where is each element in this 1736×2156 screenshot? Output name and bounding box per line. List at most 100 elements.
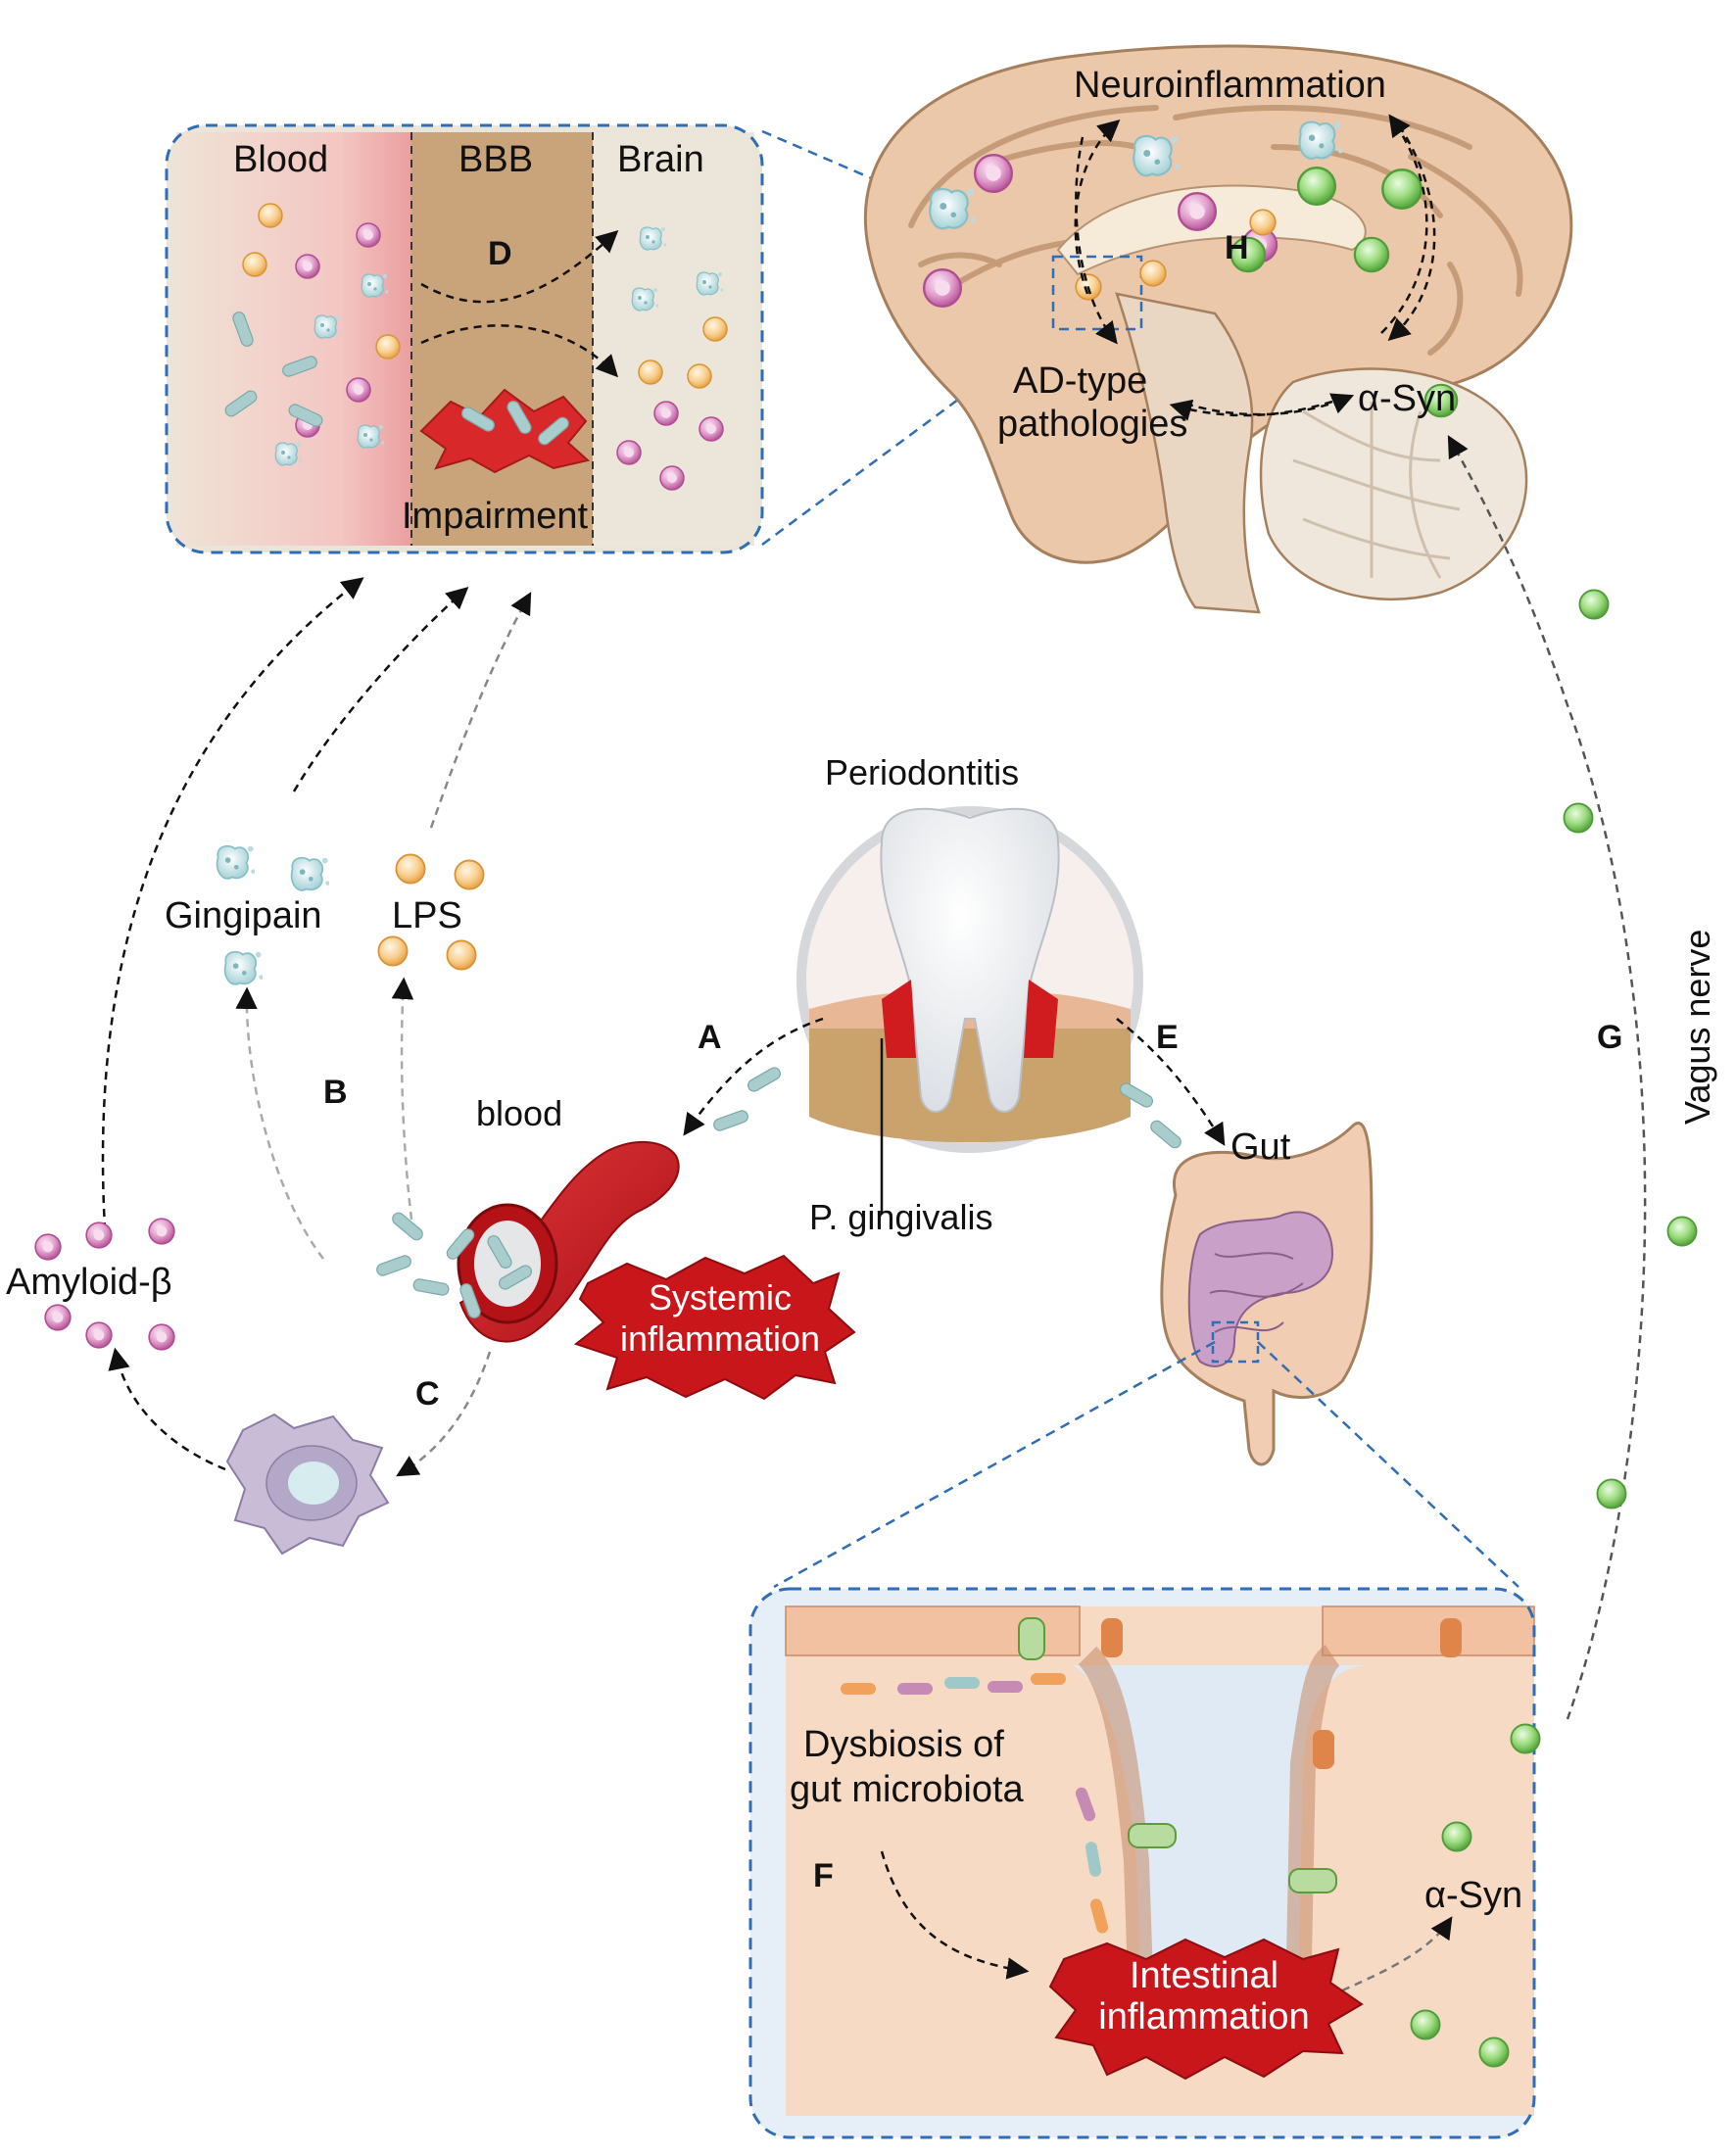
gut-microbe — [841, 1683, 876, 1695]
alpha-syn-particle — [1441, 1821, 1472, 1852]
amyloid-particle — [148, 1218, 175, 1245]
amyloid-particle — [616, 440, 642, 465]
arrow-amyloid-to-bbb — [101, 577, 364, 1245]
alpha-syn-particle — [1510, 1723, 1541, 1754]
amyloid-particle — [148, 1323, 175, 1351]
gut-microbe — [897, 1683, 933, 1695]
gut-microbe — [988, 1681, 1023, 1693]
alpha-syn-particle — [1578, 589, 1610, 620]
arrow-lps-to-bbb — [429, 592, 532, 829]
ad-pathologies-label-line1: AD-type — [1013, 360, 1148, 402]
alpha-syn-particle — [1353, 236, 1390, 273]
arrow-inflammation-to-syn — [1341, 1916, 1453, 1992]
arrow-b-gingipain — [235, 986, 324, 1260]
brain-alpha-syn-label: α-Syn — [1358, 378, 1457, 419]
gut-inset — [748, 1587, 1541, 2139]
amyloid-particle — [699, 416, 724, 442]
amyloid-particle — [85, 1321, 113, 1349]
alpha-syn-particle — [1563, 802, 1594, 834]
vagus-nerve-label: Vagus nerve — [1677, 929, 1717, 1125]
gingipain-label: Gingipain — [165, 895, 322, 936]
step-c-label: C — [415, 1375, 440, 1413]
lps-label: LPS — [392, 895, 462, 936]
amyloid-particle — [34, 1233, 62, 1261]
gut-microbe — [1075, 1787, 1096, 1822]
arrow-d-lower — [420, 324, 619, 378]
gingipain-particle — [216, 844, 255, 880]
systemic-inflammation-burst — [573, 1254, 856, 1401]
tuft-cell — [1440, 1618, 1462, 1657]
bacterium — [711, 1108, 750, 1133]
step-d-label: D — [488, 235, 512, 272]
intestinal-inflammation-line2: inflammation — [1098, 1996, 1310, 2037]
blood-region-label: Blood — [233, 139, 329, 180]
zoom-line — [773, 1340, 1216, 1589]
amyloid-particle — [295, 254, 320, 279]
lps-particle — [454, 859, 485, 890]
intestinal-inflammation-line1: Intestinal — [1129, 1955, 1279, 1996]
tuft-cell — [1313, 1730, 1334, 1769]
gingipain-particle — [223, 950, 263, 985]
arrow-b-lps — [391, 977, 414, 1221]
bbb-region-label: BBB — [458, 139, 534, 180]
alpha-syn-particle — [1478, 2036, 1510, 2068]
systemic-inflammation-label: Systemic inflammation — [607, 1277, 833, 1360]
bbb-inset-border — [165, 123, 764, 554]
bacterium — [1147, 1118, 1184, 1151]
brain-region-label: Brain — [617, 139, 704, 180]
amyloid-particle — [922, 267, 963, 309]
bacterium — [389, 1210, 426, 1243]
arrow-gingipain-to-bbb — [292, 587, 469, 792]
amyloid-beta-label: Amyloid-β — [6, 1262, 172, 1303]
arrow-h-syn-neuro — [1380, 114, 1428, 334]
alpha-syn-particle — [1381, 168, 1423, 210]
gut-microbe — [944, 1677, 980, 1689]
lps-particle — [242, 252, 267, 277]
p-gingivalis-label: P. gingivalis — [809, 1197, 993, 1237]
step-a-label: A — [698, 1019, 722, 1056]
lps-particle — [1139, 260, 1167, 287]
lps-particle — [1249, 209, 1277, 236]
arrow-f — [880, 1850, 1030, 1980]
lps-particle — [375, 334, 401, 359]
arrow-c — [396, 1351, 492, 1477]
enteroendocrine-cell — [1018, 1617, 1045, 1660]
lps-particle — [702, 316, 728, 342]
amyloid-particle — [973, 153, 1014, 194]
systemic-inflammation-line2: inflammation — [619, 1318, 821, 1359]
alpha-syn-particle — [1296, 166, 1337, 207]
amyloid-particle — [346, 377, 371, 403]
microglia-cell — [225, 1413, 390, 1556]
arrow-a — [683, 1017, 824, 1136]
enteroendocrine-cell — [1128, 1823, 1177, 1848]
arrow-h-neuro-syn — [1387, 124, 1436, 342]
lps-particle — [638, 359, 663, 385]
lps-particle — [395, 853, 426, 885]
gut-microbe — [1031, 1673, 1066, 1685]
bbb-inset — [165, 123, 764, 554]
lps-particle — [446, 939, 477, 971]
alpha-syn-particle — [1666, 1216, 1698, 1247]
bacterium — [745, 1065, 784, 1094]
amyloid-particle — [1177, 191, 1218, 232]
gut-inset-border — [748, 1587, 1536, 2139]
intestinal-inflammation-burst — [1048, 1938, 1364, 2081]
arrow-syn-ad — [1169, 399, 1333, 421]
tooth-illustration — [796, 806, 1143, 1153]
blood-region — [176, 132, 411, 546]
alpha-syn-particle — [1596, 1478, 1627, 1509]
arrow-e — [1116, 1018, 1226, 1146]
zoom-line — [1257, 1341, 1519, 1588]
amyloid-particle — [356, 222, 381, 248]
brainstem — [1115, 292, 1261, 614]
lps-particle — [258, 203, 283, 228]
lps-particle — [377, 935, 409, 967]
periodontitis-title: Periodontitis — [825, 752, 1020, 792]
brain-illustration — [863, 44, 1573, 614]
gut-alpha-syn-label: α-Syn — [1424, 1875, 1523, 1916]
amyloid-particle — [653, 401, 679, 426]
arrow-d-upper — [420, 229, 619, 304]
intestinal-inflammation-label: Intestinal inflammation — [1072, 1955, 1336, 2037]
gut-illustration — [1160, 1122, 1374, 1466]
enteroendocrine-cell — [1288, 1868, 1337, 1893]
